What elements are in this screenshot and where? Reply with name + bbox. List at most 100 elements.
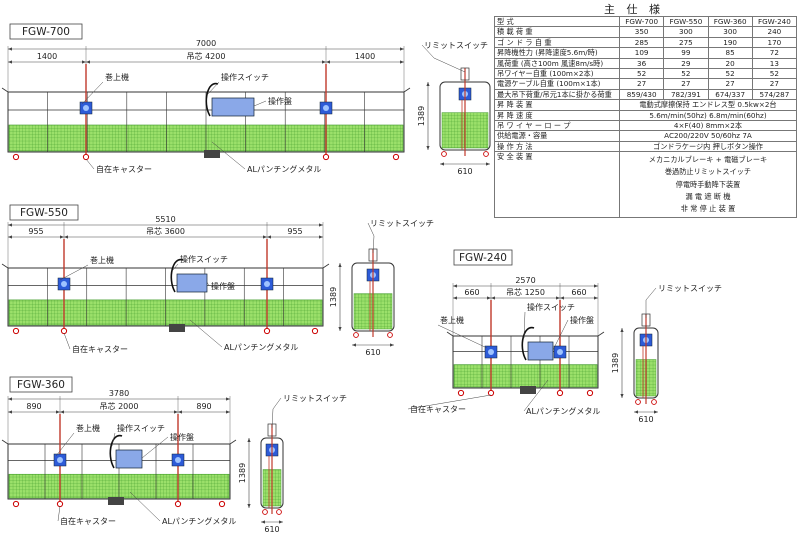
label-control-panel: 操作盤 xyxy=(570,315,594,325)
total-length-dim: 3780 xyxy=(109,389,129,398)
model-title-box xyxy=(453,249,513,266)
center-dim: 吊芯 1250 xyxy=(506,287,545,297)
spec-safety-row: 安 全 装 置メカニカルブレーキ + 電磁ブレーキ巻過防止リミットスイッチ停電時… xyxy=(494,151,797,219)
caster-wheel xyxy=(457,389,465,397)
caster-wheel xyxy=(487,389,495,397)
spec-cell: 27 xyxy=(663,78,709,90)
label-caster: 自在キャスター xyxy=(96,164,152,174)
spec-row-label: 最大吊下荷重/吊元1本に掛かる荷重 xyxy=(494,88,620,101)
side-caster xyxy=(651,399,657,405)
side-caster xyxy=(387,332,393,338)
caster-wheel xyxy=(218,500,226,508)
spec-cell: 275 xyxy=(663,36,709,49)
hoist-drum xyxy=(57,457,63,463)
spec-cell: 350 xyxy=(618,26,665,38)
label-control-panel: 操作盤 xyxy=(211,281,235,291)
leader-control-switch xyxy=(172,263,179,271)
leader-caster xyxy=(407,394,492,410)
side-offset-dim-left: 1400 xyxy=(37,52,57,61)
end-rail-right xyxy=(322,263,330,269)
spec-safety-item: 巻過防止リミットスイッチ xyxy=(664,167,752,177)
center-dim: 吊芯 3600 xyxy=(146,226,185,236)
side-offset-dim-left: 955 xyxy=(28,227,43,236)
caster-wheel xyxy=(174,500,182,508)
leader-control-panel xyxy=(253,100,267,107)
end-rail-right xyxy=(403,87,411,93)
spec-cell: 27 xyxy=(707,78,753,90)
spec-cell: 300 xyxy=(707,26,753,38)
spec-wide-value: AC200/220V 50/60hz 7A xyxy=(619,130,797,142)
dimension-arrow xyxy=(560,296,598,300)
spec-header-col: FGW-360 xyxy=(707,15,753,28)
control-panel xyxy=(115,449,143,469)
label-hoist: 巻上機 xyxy=(105,72,129,82)
total-length-dim: 2570 xyxy=(515,276,535,285)
model-title: FGW-240 xyxy=(459,252,507,264)
end-rail-right xyxy=(229,439,237,445)
side-caster xyxy=(262,509,268,515)
spec-cell: 52 xyxy=(663,68,709,80)
spec-safety-item: 漏 電 遮 断 機 xyxy=(685,191,731,201)
spec-cell: 170 xyxy=(751,36,798,49)
control-cable xyxy=(205,82,219,117)
model-title: FGW-360 xyxy=(17,379,65,391)
label-caster: 自在キャスター xyxy=(410,404,466,414)
height-dim-label: 1389 xyxy=(238,463,247,483)
spec-cell: 72 xyxy=(751,47,798,59)
leader-hoist xyxy=(81,81,104,105)
spec-cell: 859/430 xyxy=(618,88,665,101)
spec-cell: 782/391 xyxy=(663,88,709,101)
spec-cell: 36 xyxy=(618,57,665,70)
side-caster xyxy=(483,151,489,157)
label-mesh: ALパンチングメタル xyxy=(224,342,298,352)
hoist-drum xyxy=(175,457,181,463)
model-title: FGW-550 xyxy=(20,207,68,219)
caster-wheel xyxy=(12,153,20,161)
height-dim-label: 1389 xyxy=(611,353,620,373)
spec-row-label: 積 載 荷 重 xyxy=(494,26,620,38)
spec-row-label: 風荷重 (高さ100m 風速8m/s時) xyxy=(494,57,620,70)
model-title-box xyxy=(9,376,73,393)
control-switch-box xyxy=(169,324,185,332)
leader-limit-switch xyxy=(271,397,282,429)
spec-cell: 52 xyxy=(751,68,798,80)
leader-control-switch xyxy=(207,81,220,95)
spec-wide-value: 電動式摩擦保持 エンドレス型 0.5kw×2台 xyxy=(619,99,797,111)
end-rail-right xyxy=(597,331,605,337)
spec-row-label: ゴ ン ド ラ 自 重 xyxy=(494,36,620,49)
label-control-switch: 操作スイッチ xyxy=(527,302,575,312)
spec-header-col: FGW-550 xyxy=(663,15,709,28)
spec-row-label: 昇 降 速 度 xyxy=(494,109,620,122)
leader-mesh xyxy=(523,379,549,412)
label-caster: 自在キャスター xyxy=(72,344,128,354)
total-length-dim: 7000 xyxy=(196,39,216,48)
leader-control-panel xyxy=(206,281,210,287)
spec-cell: 29 xyxy=(663,57,709,70)
leader-caster xyxy=(85,158,95,170)
spec-cell: 300 xyxy=(663,26,709,38)
spec-header-col: FGW-240 xyxy=(751,15,798,28)
side-caster xyxy=(353,332,359,338)
end-rail-left xyxy=(1,263,9,269)
spec-title: 主 仕 様 xyxy=(604,3,664,16)
leader-mesh xyxy=(189,319,223,348)
spec-cell: 85 xyxy=(707,47,753,59)
spec-cell: 285 xyxy=(618,36,665,49)
height-dim-label: 1389 xyxy=(417,106,426,126)
hoist-drum xyxy=(61,281,67,287)
leader-mesh xyxy=(129,491,161,522)
label-mesh: ALパンチングメタル xyxy=(162,516,236,526)
label-control-switch: 操作スイッチ xyxy=(180,254,228,264)
spec-row-label: 供給電源・容量 xyxy=(494,130,620,142)
dimension-arrow xyxy=(453,296,491,300)
spec-safety-item: 非 常 停 止 装 置 xyxy=(680,204,736,214)
caster-wheel xyxy=(82,153,90,161)
leader-control-panel xyxy=(552,319,569,351)
